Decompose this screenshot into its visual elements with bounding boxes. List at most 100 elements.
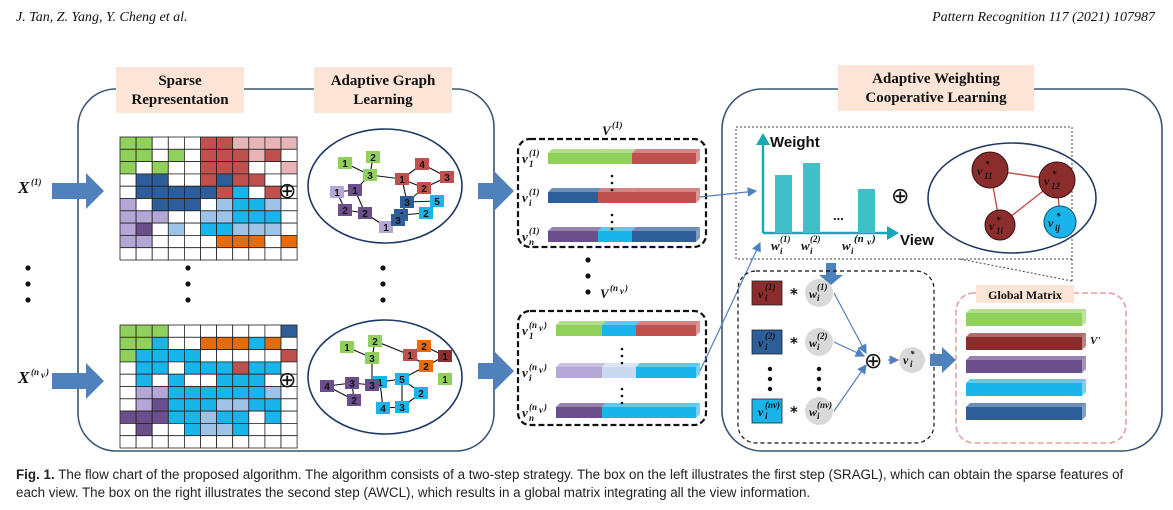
graph-ellipse-bottom <box>307 319 463 435</box>
svg-text:(1): (1) <box>529 187 540 197</box>
svg-text:*: * <box>790 403 798 421</box>
ellipsis-dots-middle <box>585 257 591 295</box>
node-graph-ellipse <box>927 142 1097 254</box>
graph-node-label: 3 <box>349 379 355 390</box>
graph-node-label: 3 <box>444 173 450 184</box>
agl-title-line1: Adaptive Graph <box>331 73 436 89</box>
graph-node-label: 1 <box>377 378 383 389</box>
weight-axis-label: Weight <box>770 134 820 151</box>
svg-text:*: * <box>790 334 798 352</box>
oplus-weight: ⊕ <box>891 184 909 209</box>
graph-top: 12312431232451321 <box>330 151 454 234</box>
graph-node-label: 1 <box>442 352 448 363</box>
svg-text:i: i <box>765 411 768 421</box>
sparse-title-line1: Sparse <box>158 73 202 89</box>
svg-text:(nv): (nv) <box>765 400 780 410</box>
svg-text:11: 11 <box>984 171 993 181</box>
input-arrow-1 <box>52 173 104 209</box>
svg-text:(1): (1) <box>612 120 623 130</box>
V1-box <box>516 137 708 249</box>
svg-text:i: i <box>910 359 913 369</box>
running-header-authors: J. Tan, Z. Yang, Y. Cheng et al. <box>16 10 188 25</box>
svg-text:v: v <box>522 405 528 420</box>
svg-text:v: v <box>620 286 625 296</box>
svg-text:1: 1 <box>529 331 534 341</box>
svg-text:v: v <box>903 353 909 367</box>
svg-text:): ) <box>543 320 547 330</box>
svg-text:(1): (1) <box>817 282 828 292</box>
graph-node-label: 3 <box>399 403 405 414</box>
awcl-title-line2: Cooperative Learning <box>865 90 1007 106</box>
graph-node-label: 3 <box>369 354 375 365</box>
w2-label: w (2) i <box>801 234 821 256</box>
global-matrix-bar <box>966 313 1082 326</box>
svg-text:v: v <box>522 151 528 166</box>
svg-text:v: v <box>989 219 995 233</box>
graph-node-label: 2 <box>423 209 429 220</box>
svg-text:(n: (n <box>31 367 39 377</box>
graph-node-label: 3 <box>395 216 401 227</box>
svg-text:(1): (1) <box>529 226 540 236</box>
svg-text:i: i <box>817 293 820 303</box>
V-prime-label: V' <box>1090 335 1100 347</box>
graph-node-label: 2 <box>372 337 378 348</box>
global-matrix-bars <box>966 309 1086 420</box>
ellipsis-dots-left <box>25 265 386 303</box>
global-matrix-bar <box>966 360 1082 373</box>
oplus-bottom: ⊕ <box>278 368 296 393</box>
down-arrow <box>819 263 843 285</box>
svg-text:i: i <box>529 373 532 383</box>
view-axis-label: View <box>900 232 934 249</box>
y-axis-arrowhead <box>756 133 770 145</box>
node-vij: v ij * <box>1043 205 1077 239</box>
arrow-to-v1 <box>478 171 514 211</box>
svg-text:): ) <box>624 283 628 293</box>
svg-text:v: v <box>539 323 544 333</box>
svg-text:v: v <box>539 365 544 375</box>
svg-text:(2): (2) <box>810 234 821 244</box>
graph-node-label: 2 <box>351 396 357 407</box>
arrow-to-global <box>930 347 956 373</box>
oplus-top: ⊕ <box>278 179 296 204</box>
global-matrix-title: Global Matrix <box>988 288 1062 302</box>
graph-node-label: 1 <box>399 175 405 186</box>
svg-text:(nv): (nv) <box>817 400 832 410</box>
graph-node-label: 2 <box>418 389 424 400</box>
agl-title-bg <box>314 67 452 113</box>
svg-text:w: w <box>809 405 818 419</box>
graph-node-label: 4 <box>380 404 386 415</box>
svg-text:*: * <box>996 215 1001 225</box>
graph-node-label: 1 <box>442 375 448 386</box>
svg-text:*: * <box>1052 169 1057 179</box>
svg-text:*: * <box>910 349 915 359</box>
svg-text:(2): (2) <box>817 331 828 341</box>
caption-label: Fig. 1. <box>16 467 55 482</box>
graph-node-label: 1 <box>407 351 413 362</box>
global-matrix-bar <box>966 383 1082 396</box>
svg-text:(n: (n <box>529 402 537 412</box>
svg-text:v: v <box>522 365 528 380</box>
svg-text:(n: (n <box>610 283 618 293</box>
graph-node-label: 1 <box>352 186 358 197</box>
svg-text:v: v <box>977 164 983 178</box>
svg-text:v: v <box>758 405 764 419</box>
svg-text:*: * <box>1056 211 1061 221</box>
svg-text:v: v <box>1044 174 1050 188</box>
figure-caption: Fig. 1. The flow chart of the proposed a… <box>16 466 1156 502</box>
graph-node-label: 2 <box>342 206 348 217</box>
svg-text:v: v <box>539 405 544 415</box>
graph-node-label: 1 <box>383 223 389 234</box>
svg-text:i: i <box>780 246 783 256</box>
svg-text:i: i <box>765 293 768 303</box>
input-x1: X (1) <box>17 177 42 197</box>
svg-text:i: i <box>765 342 768 352</box>
flow-chart-figure: Sparse Representation Adaptive Graph Lea… <box>17 65 1163 452</box>
